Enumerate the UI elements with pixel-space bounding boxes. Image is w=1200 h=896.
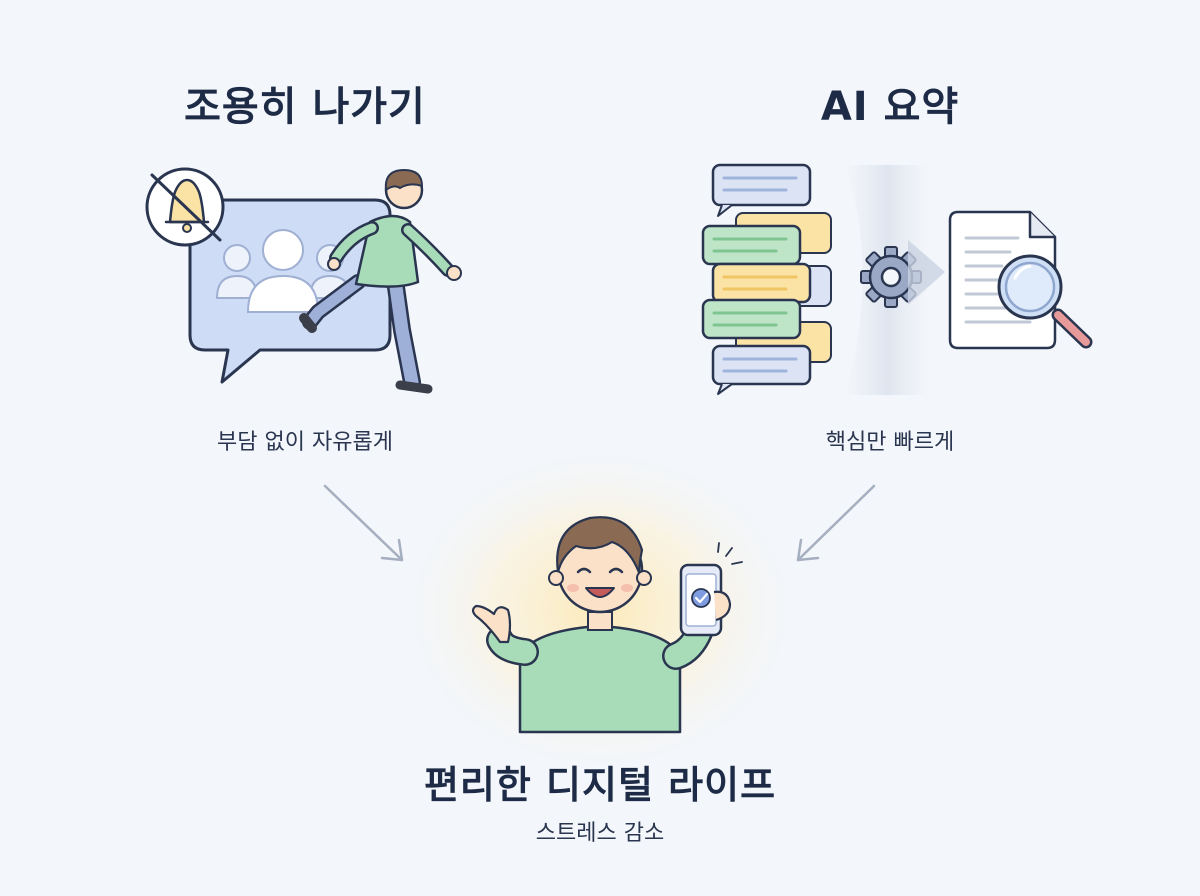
- digital-life-title: 편리한 디지털 라이프: [340, 754, 860, 809]
- arrow-left-to-center: [325, 486, 402, 560]
- ai-summary-title: AI 요약: [740, 74, 1040, 132]
- arrow-right-to-center: [798, 486, 874, 560]
- chat-stack-icon: [703, 165, 831, 394]
- silent-leave-title: 조용히 나가기: [155, 74, 455, 132]
- ai-summary-caption: 핵심만 빠르게: [745, 424, 1035, 456]
- bell-muted-icon: [147, 169, 223, 245]
- silent-leave-caption: 부담 없이 자유롭게: [155, 424, 455, 456]
- stress-reduction-caption: 스트레스 감소: [440, 815, 760, 847]
